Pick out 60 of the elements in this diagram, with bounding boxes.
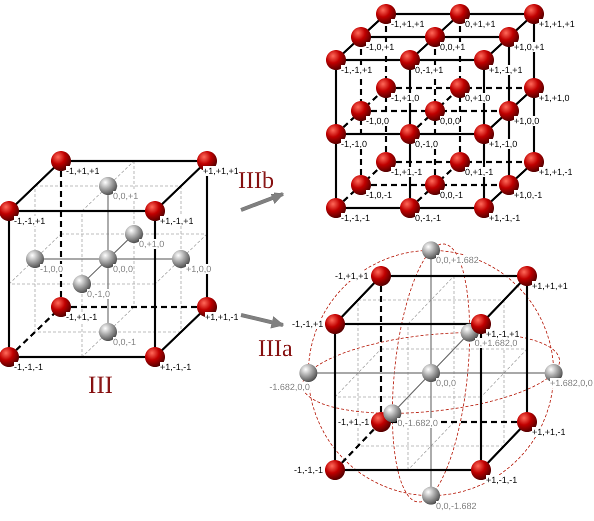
point-label: 0,0,0 bbox=[113, 264, 134, 274]
point-label: 0,-1.682,0 bbox=[397, 418, 438, 428]
point-label: -1,-1,+1 bbox=[292, 319, 324, 329]
point-label: 0,0,-1 bbox=[113, 337, 136, 347]
point-label: 0,0,+1.682 bbox=[436, 255, 479, 266]
point-label: 0,-1,+1 bbox=[415, 65, 444, 75]
point-label: +1,+1,-1 bbox=[539, 167, 573, 177]
point-label: +1,+1,+1 bbox=[539, 19, 575, 29]
point-label: -1,-1,-1 bbox=[14, 362, 44, 372]
point-label: +1,0,+1 bbox=[514, 42, 545, 52]
point-label: -1,+1,+1 bbox=[335, 271, 369, 281]
point-label: -1,+1,+1 bbox=[391, 19, 425, 29]
point-label: -1,+1,-1 bbox=[66, 312, 98, 322]
point-label: +1,-1,+1 bbox=[489, 65, 523, 75]
point-label: -1,+1,+1 bbox=[66, 166, 100, 176]
point-label: +1,+1,+1 bbox=[532, 281, 568, 291]
point-label: 0,0,-1 bbox=[440, 190, 464, 200]
point-label: 0,0,+1 bbox=[113, 191, 138, 201]
point-label: +1,-1,-1 bbox=[160, 362, 192, 372]
point-label: 0,+1,0 bbox=[139, 239, 164, 249]
diagram-label: III bbox=[88, 372, 113, 400]
edge-label: IIIb bbox=[238, 168, 274, 194]
point-label: 0,+1,-1 bbox=[465, 167, 494, 177]
point-label: -1,0,-1 bbox=[366, 190, 392, 200]
point-label: -1,-1,-1 bbox=[341, 213, 370, 223]
point-label: +1,-1,0 bbox=[489, 139, 518, 149]
point-label: 0,+1,+1 bbox=[465, 19, 496, 29]
point-label: +1.682,0,0 bbox=[550, 378, 593, 388]
point-label: -1,+1,-1 bbox=[338, 417, 370, 427]
point-label: -1,0,0 bbox=[366, 116, 390, 126]
point-label: -1,-1,+1 bbox=[14, 216, 46, 226]
point-label: +1,0,0 bbox=[514, 116, 540, 126]
point-label: +1,+1,+1 bbox=[203, 166, 239, 176]
point-label: 0,-1,0 bbox=[87, 289, 110, 299]
point-label: -1,+1,-1 bbox=[391, 167, 422, 177]
point-label: +1,+1,-1 bbox=[532, 427, 566, 437]
point-label: 0,0,0 bbox=[440, 116, 460, 126]
point-label: -1,0,+1 bbox=[366, 42, 394, 52]
point-label: -1,-1,0 bbox=[341, 139, 368, 149]
point-label: +1,-1,-1 bbox=[489, 213, 520, 223]
point-label: 0,+1,0 bbox=[465, 93, 490, 103]
point-label: -1,-1,+1 bbox=[341, 65, 372, 75]
point-label: +1,0,-1 bbox=[514, 190, 542, 200]
arrow bbox=[240, 192, 284, 212]
point-label: -1,+1,0 bbox=[391, 93, 420, 103]
point-label: -1,-1,-1 bbox=[294, 465, 324, 475]
point-label: +1,-1,+1 bbox=[160, 216, 194, 226]
point-label: 0,0,+1 bbox=[440, 42, 466, 52]
point-label: +1,0,0 bbox=[186, 264, 212, 274]
point-label: 0,-1,-1 bbox=[415, 213, 442, 223]
point-label: -1.682,0,0 bbox=[269, 382, 310, 392]
point-label: +1,-1,-1 bbox=[486, 475, 518, 485]
point-label: 0,0,-1.682 bbox=[436, 500, 477, 511]
point-label: 0,-1,0 bbox=[415, 139, 438, 149]
point-label: 0,0,0 bbox=[436, 378, 456, 388]
point-label: -1,0,0 bbox=[40, 264, 64, 274]
point-label: +1,+1,-1 bbox=[205, 312, 239, 322]
point-label: +1,+1,0 bbox=[539, 93, 570, 103]
point-label: +1,-1,+1 bbox=[486, 329, 520, 339]
arrow bbox=[240, 313, 284, 329]
